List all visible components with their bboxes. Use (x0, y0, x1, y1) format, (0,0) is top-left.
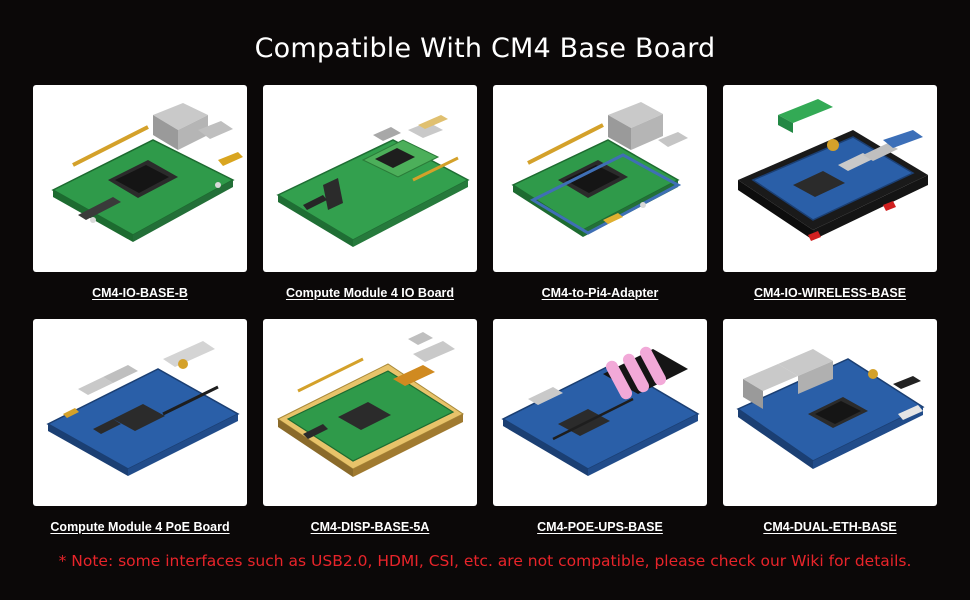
board-card-cm4-disp-base-5a[interactable]: CM4-DISP-BASE-5A (263, 319, 477, 534)
board-image[interactable] (263, 85, 477, 272)
board-photo-icon (46, 341, 240, 476)
board-image[interactable] (33, 319, 247, 506)
board-link-cm4-io-wireless-base[interactable]: CM4-IO-WIRELESS-BASE (753, 286, 907, 300)
page-title: Compatible With CM4 Base Board (254, 33, 716, 64)
board-link-cm4-disp-base-5a[interactable]: CM4-DISP-BASE-5A (310, 520, 430, 534)
board-card-cm4-poe-ups-base[interactable]: CM4-POE-UPS-BASE (493, 319, 707, 534)
board-photo-icon (501, 346, 700, 476)
board-card-cm4-io-base-b[interactable]: CM4-IO-BASE-B (33, 85, 247, 300)
board-image[interactable] (493, 319, 707, 506)
board-link-cm4-to-pi4-adapter[interactable]: CM4-to-Pi4-Adapter (541, 286, 659, 300)
board-card-compute-module-4-io-board[interactable]: Compute Module 4 IO Board (263, 85, 477, 300)
board-photo-icon (277, 332, 464, 477)
compatibility-note: * Note: some interfaces such as USB2.0, … (58, 552, 912, 570)
board-photo-icon (511, 102, 688, 237)
board-image[interactable] (33, 85, 247, 272)
board-image[interactable] (723, 319, 937, 506)
board-link-cm4-io-base-b[interactable]: CM4-IO-BASE-B (92, 286, 188, 300)
board-card-cm4-to-pi4-adapter[interactable]: CM4-to-Pi4-Adapter (493, 85, 707, 300)
board-link-compute-module-4-poe-board[interactable]: Compute Module 4 PoE Board (50, 520, 230, 534)
board-image[interactable] (263, 319, 477, 506)
board-photo-icon (738, 99, 928, 241)
board-photo-icon (736, 349, 925, 469)
board-link-compute-module-4-io-board[interactable]: Compute Module 4 IO Board (285, 286, 455, 300)
board-card-compute-module-4-poe-board[interactable]: Compute Module 4 PoE Board (33, 319, 247, 534)
board-photo-icon (51, 103, 243, 242)
board-card-cm4-io-wireless-base[interactable]: CM4-IO-WIRELESS-BASE (723, 85, 937, 300)
board-link-cm4-dual-eth-base[interactable]: CM4-DUAL-ETH-BASE (763, 520, 897, 534)
board-card-cm4-dual-eth-base[interactable]: CM4-DUAL-ETH-BASE (723, 319, 937, 534)
board-link-cm4-poe-ups-base[interactable]: CM4-POE-UPS-BASE (537, 520, 663, 534)
board-image[interactable] (493, 85, 707, 272)
board-image[interactable] (723, 85, 937, 272)
board-photo-icon (276, 115, 470, 247)
